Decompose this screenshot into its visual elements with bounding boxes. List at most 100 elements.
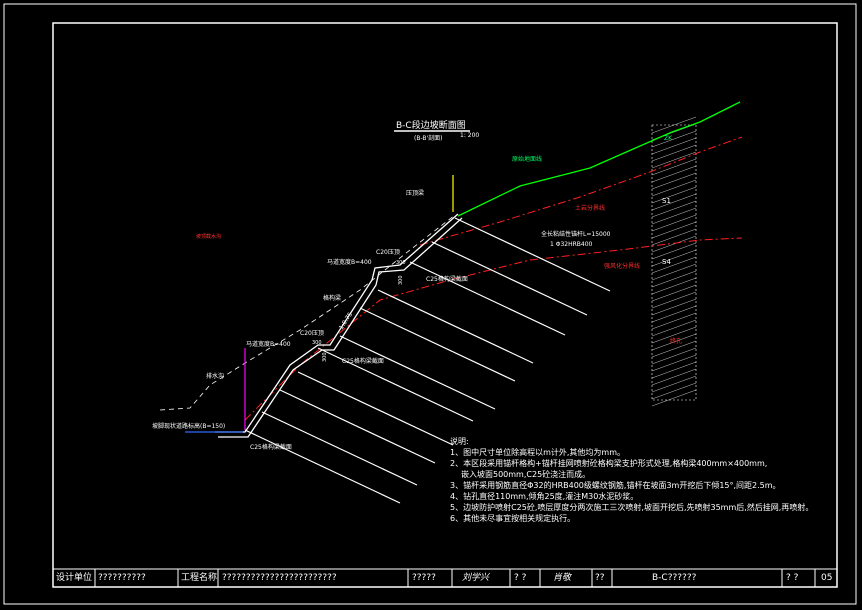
notes-item: 5、边坡防护喷射C25砼,喷层厚度分两次施工三次喷射,坡面开挖后,先喷射35mm… <box>450 503 814 512</box>
slope-profile <box>215 213 463 438</box>
borehole-hatch-line <box>651 144 697 162</box>
anchor-bar <box>244 429 401 504</box>
outer-frame <box>3 3 857 605</box>
borehole-hatch-line <box>651 235 697 253</box>
label-rock-line: 土岩分界线 <box>575 204 605 212</box>
title-block-sheet-label: ? ? <box>786 573 799 583</box>
borehole-hatch-line <box>651 249 697 267</box>
label-anchor-beam-lower: C25格构梁截面 <box>342 357 384 365</box>
anchor-bar <box>317 347 474 422</box>
borehole-hatch-line <box>651 130 697 148</box>
anchor-bar <box>359 307 516 382</box>
borehole-hatch-line <box>651 333 697 351</box>
label-ground-line: 原始地面线 <box>512 155 542 163</box>
borehole-hatch-line <box>651 242 697 260</box>
title-block-signature-1: 刘学兴 <box>462 573 490 583</box>
rock-line <box>419 136 743 246</box>
anchor-bar <box>409 261 566 336</box>
label-beam-lower: C20压顶 <box>300 330 324 337</box>
inner-frame <box>52 22 838 588</box>
borehole-hatch-line <box>651 165 697 183</box>
label-slope-ratio: 1:0.75 <box>338 311 354 331</box>
anchor-bar <box>279 389 436 464</box>
label-toe-block: 压顶梁 <box>406 189 424 197</box>
borehole-hatch-line <box>651 151 697 169</box>
notes-item: 4、钻孔直径110mm,倾角25度,灌注M30水泥砂浆。 <box>450 492 639 501</box>
borehole-hatch-line <box>651 305 697 323</box>
label-dim-3: 300 <box>312 340 322 346</box>
label-borehole-s1: S1 <box>662 197 671 205</box>
notes-item: 嵌入坡面500mm,C25砼浇注而成。 <box>461 470 591 479</box>
borehole-hatch-line <box>651 158 697 176</box>
borehole-hatch-line <box>651 200 697 218</box>
borehole-hatch-line <box>651 256 697 274</box>
borehole-hatch-line <box>651 214 697 232</box>
borehole-hatch-line <box>651 312 697 330</box>
label-toe-beam: C25格构梁截面 <box>250 443 292 451</box>
original-slope-dashed <box>159 214 456 411</box>
borehole-hatch-line <box>651 270 697 288</box>
borehole-hatch-line <box>651 263 697 281</box>
title-block-review-label: ?? <box>595 573 605 583</box>
anchor-bar <box>261 411 418 486</box>
label-dim-4: 300 <box>322 352 328 362</box>
weathered-line <box>244 237 743 421</box>
label-anchor-callout-2: 1 Φ32HRB400 <box>550 241 593 248</box>
title-block-project-value: ???????????????????????? <box>222 573 337 583</box>
anchor-bar <box>297 371 454 446</box>
anchor-bar <box>431 241 588 316</box>
borehole-column <box>651 116 697 407</box>
borehole-hatch-line <box>651 382 697 400</box>
borehole-hatch-line <box>651 291 697 309</box>
label-borehole-s4: S4 <box>662 258 671 266</box>
borehole-hatch-line <box>651 179 697 197</box>
label-dim-1: 300 <box>396 260 406 266</box>
label-frame-beam: 格构梁 <box>323 294 341 302</box>
borehole-hatch-line <box>651 193 697 211</box>
drawing-subtitle: (B-B'剖面) <box>414 134 443 142</box>
ground-line <box>457 101 741 217</box>
borehole-hatch-line <box>651 389 697 407</box>
label-toe-road: 坡脚现状道路标高(B=150) <box>152 422 225 430</box>
borehole-hatch-line <box>651 116 697 134</box>
borehole-hatch-line <box>651 375 697 393</box>
borehole-hatch-line <box>651 298 697 316</box>
borehole-hatch-line <box>651 326 697 344</box>
anchor-bar <box>377 289 534 364</box>
notes-item: 1、图中尺寸单位除高程以m计外,其他均为mm。 <box>450 448 626 457</box>
title-block-signature-2: 肖敬 <box>553 573 572 583</box>
notes-item: 6、其他未尽事宜按相关规定执行。 <box>450 514 576 523</box>
borehole-hatch-line <box>651 186 697 204</box>
title-block-drawing-name: B-C?????? <box>652 573 697 583</box>
label-anchor-beam-upper: C25格构梁截面 <box>426 275 468 283</box>
title-block-lines <box>53 568 837 587</box>
borehole-hatch-line <box>651 172 697 190</box>
anchor-bar <box>339 335 496 410</box>
borehole-hatch-line <box>651 228 697 246</box>
borehole-hatch-line <box>651 137 697 155</box>
borehole-hatch-line <box>651 361 697 379</box>
label-berm-lower: 马道宽度B=400 <box>246 340 291 348</box>
title-block-sheet-no: 05 <box>821 573 833 583</box>
title-block-drawing-type: ????? <box>412 573 436 583</box>
label-weathered-line: 强风化分界线 <box>604 262 640 270</box>
borehole-hatch-line <box>651 368 697 386</box>
title-block-design-unit-label: 设计单位 <box>56 573 93 583</box>
anchor-bar <box>454 217 611 292</box>
anchor-bars <box>244 217 611 504</box>
label-borehole-bottom: 终孔 <box>670 337 682 345</box>
borehole-hatch-line <box>651 284 697 302</box>
borehole-hatch-line <box>651 319 697 337</box>
label-top-red-left: 坡顶截水沟 <box>196 233 221 240</box>
borehole-hatch-line <box>651 340 697 358</box>
label-berm-upper: 马道宽度B=400 <box>327 258 372 266</box>
title-block-design-unit-value: ?????????? <box>98 573 146 583</box>
borehole-hatch-line <box>651 277 697 295</box>
borehole-hatch-line <box>651 347 697 365</box>
drawing-title: B-C段边坡断面图 <box>396 119 466 131</box>
borehole-hatch-line <box>651 354 697 372</box>
title-block-check-label: ? ? <box>514 573 527 583</box>
notes-item: 3、锚杆采用钢筋直径Φ32的HRB400级螺纹钢筋,锚杆在坡面3m开挖后下倾15… <box>450 481 781 490</box>
label-borehole-top: ZK <box>664 135 673 142</box>
